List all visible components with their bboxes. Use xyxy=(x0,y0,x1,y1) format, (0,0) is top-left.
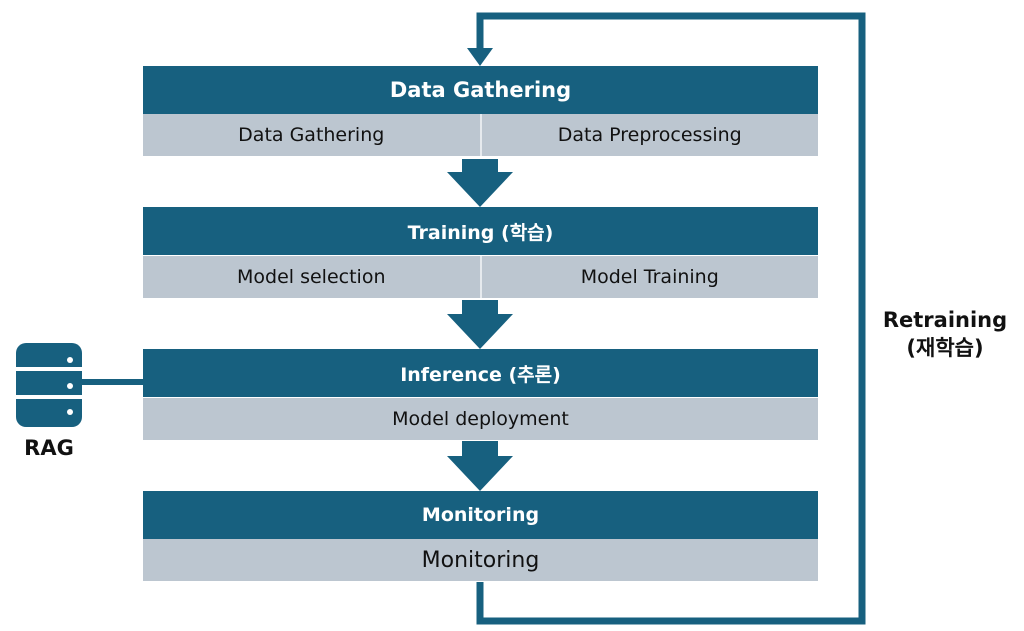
stage-row-data-gathering: Data Gathering Data Preprocessing xyxy=(143,114,818,156)
stage-header-training: Training (학습) xyxy=(143,207,818,255)
stage-row-inference: Model deployment xyxy=(143,398,818,440)
stage-item-data-gathering: Data Gathering xyxy=(143,114,480,156)
retraining-loop-line xyxy=(476,12,866,625)
retraining-label-line1: Retraining xyxy=(882,308,1008,332)
stage-row-monitoring: Monitoring xyxy=(143,539,818,581)
stage-item-monitoring: Monitoring xyxy=(143,539,818,581)
stage-header-data-gathering: Data Gathering xyxy=(143,66,818,114)
stage-item-model-training: Model Training xyxy=(479,256,818,298)
stage-header-inference: Inference (추론) xyxy=(143,349,818,397)
down-arrow-1 xyxy=(447,159,513,207)
down-arrow-2 xyxy=(447,300,513,349)
stage-item-model-deployment: Model deployment xyxy=(143,398,818,440)
stage-header-monitoring: Monitoring xyxy=(143,491,818,539)
retraining-label-line2: (재학습) xyxy=(906,336,984,360)
retraining-label: Retraining (재학습) xyxy=(870,306,1020,362)
rag-label: RAG xyxy=(24,436,74,460)
stage-item-data-preprocessing: Data Preprocessing xyxy=(479,114,818,156)
stage-row-training: Model selection Model Training xyxy=(143,256,818,298)
retraining-loop-arrowhead xyxy=(467,48,493,66)
down-arrow-3 xyxy=(447,441,513,491)
database-icon xyxy=(16,343,82,427)
stage-item-model-selection: Model selection xyxy=(143,256,480,298)
